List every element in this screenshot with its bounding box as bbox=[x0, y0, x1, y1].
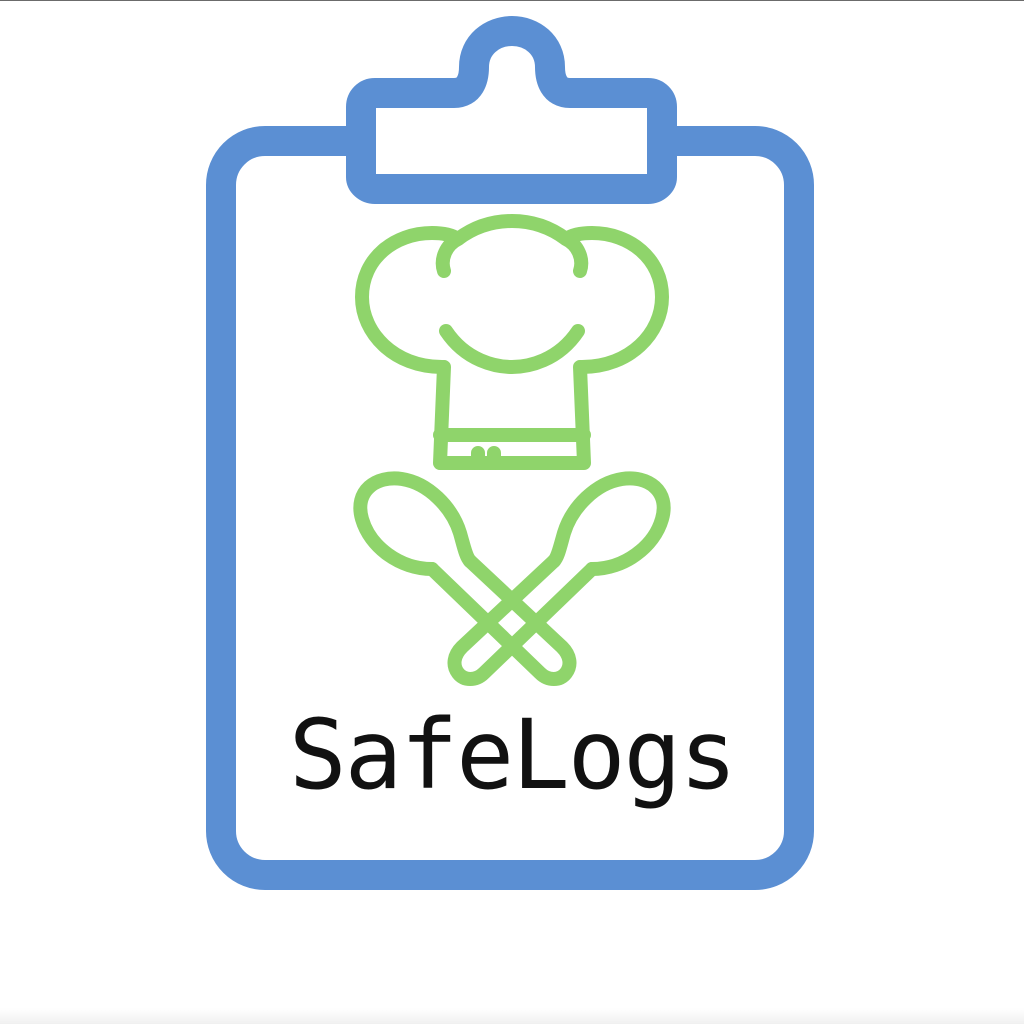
spoon-right-bowl bbox=[547, 471, 671, 576]
spoon-right-handle bbox=[447, 554, 599, 686]
chef-hat-icon bbox=[355, 214, 669, 470]
spoon-left bbox=[353, 471, 577, 686]
chef-hat-inner-right bbox=[559, 232, 589, 278]
chef-hat-inner-left bbox=[435, 232, 465, 278]
bottom-shadow bbox=[0, 1008, 1024, 1024]
crossed-spoons-icon bbox=[353, 471, 671, 686]
spoon-left-handle bbox=[425, 554, 577, 686]
brand-name: SafeLogs bbox=[288, 699, 737, 811]
chef-hat-band-mark bbox=[471, 446, 501, 470]
clipboard-clip bbox=[346, 16, 677, 204]
chef-hat-band bbox=[433, 360, 591, 470]
spoon-left-bowl bbox=[353, 471, 477, 576]
chef-hat-top bbox=[355, 214, 669, 374]
spoon-right bbox=[447, 471, 671, 686]
chef-hat-inner-bottom bbox=[439, 324, 585, 374]
clipboard-icon bbox=[206, 16, 814, 890]
